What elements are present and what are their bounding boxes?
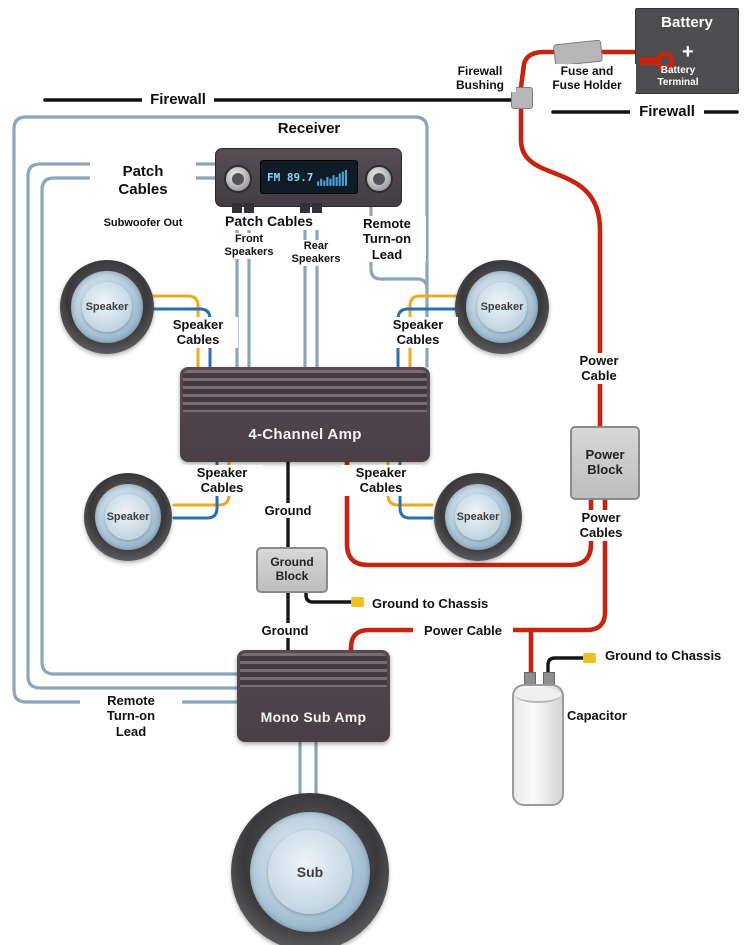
capacitor-label: Capacitor — [566, 708, 652, 724]
fuse-label: Fuse and Fuse Holder — [538, 64, 636, 93]
speaker-cables-label-ml: Speaker Cables — [182, 465, 262, 496]
mono-sub-amp: Mono Sub Amp — [237, 650, 390, 742]
speaker-hub: Speaker — [104, 493, 152, 541]
speaker-wire-mr-blue — [398, 461, 434, 520]
ground-label-bottom: Ground — [252, 623, 318, 639]
receiver-title: Receiver — [266, 120, 352, 138]
speaker-wire-tl-yellow — [150, 294, 200, 368]
firewall-label-right: Firewall — [630, 103, 704, 121]
speaker-cone: Speaker — [444, 483, 512, 551]
power-cable-block-to-4ch-amp — [344, 458, 594, 568]
remote-turn-on-label-bottom: Remote Turn-on Lead — [80, 693, 182, 739]
speaker-hub: Sub — [267, 829, 353, 915]
ground-wire-to-chassis — [304, 584, 353, 604]
speaker-label: Speaker — [456, 511, 500, 523]
volume-knob-icon — [224, 165, 252, 193]
chassis-terminal-icon — [583, 653, 596, 663]
speaker-cone: Speaker — [71, 271, 143, 343]
speaker-cables-label-tr: Speaker Cables — [378, 317, 458, 348]
four-channel-amp-label: 4-Channel Amp — [248, 426, 362, 443]
heatsink-fins-icon — [240, 653, 387, 687]
rear-speakers-label: Rear Speakers — [284, 240, 348, 266]
chassis-terminal-icon — [351, 597, 364, 607]
signal-bars-icon — [317, 169, 348, 186]
power-cable-fuse-to-bushing — [518, 49, 561, 90]
ground-to-chassis-label-amp: Ground to Chassis — [371, 596, 523, 612]
patch-plug-icon — [312, 203, 322, 215]
power-cable-bushing-to-block — [518, 103, 603, 430]
power-block: Power Block — [570, 426, 640, 500]
patch-cables-subwoofer-label: Patch Cables — [118, 162, 168, 198]
battery-label: Battery — [661, 14, 713, 31]
four-channel-amp: 4-Channel Amp — [180, 367, 430, 462]
subwoofer-out-label-group: Patch Cables Subwoofer Out — [90, 144, 196, 249]
speaker-cone: Speaker — [94, 483, 162, 551]
ground-wire-capacitor — [546, 656, 585, 682]
firewall-bushing — [511, 87, 533, 109]
tuning-knob-icon — [365, 165, 393, 193]
subwoofer-patch-cable-1 — [26, 162, 239, 690]
speaker-front-left: Speaker — [60, 260, 154, 354]
ground-to-chassis-label-cap: Ground to Chassis — [604, 648, 746, 664]
speaker-cone: Speaker — [466, 271, 538, 343]
speaker-rear-left: Speaker — [84, 473, 172, 561]
speaker-wire-ml-blue — [172, 461, 219, 520]
speaker-wire-tr-yellow — [408, 294, 459, 368]
patch-plug-icon — [232, 203, 242, 215]
speaker-label: Speaker — [480, 301, 524, 313]
subwoofer-label: Sub — [296, 863, 324, 880]
receiver-display: FM 89.7 — [260, 160, 358, 194]
speaker-hub: Speaker — [82, 282, 132, 332]
remote-turn-on-label-top: Remote Turn-on Lead — [348, 216, 426, 262]
patch-plug-icon — [300, 203, 310, 215]
subwoofer-patch-cable-2 — [40, 176, 239, 676]
remote-lead-to-mono-amp — [12, 115, 429, 704]
subwoofer: Sub — [231, 793, 389, 945]
battery: Battery + Battery Terminal — [635, 8, 739, 94]
receiver: FM 89.7 — [215, 148, 402, 207]
battery-plus-sign: + — [682, 41, 694, 63]
firewall-bushing-label: Firewall Bushing — [444, 64, 516, 93]
speaker-rear-right: Speaker — [434, 473, 522, 561]
subwoofer-out-label: Subwoofer Out — [103, 217, 183, 230]
fm-frequency: FM 89.7 — [267, 170, 314, 184]
speaker-cables-label-mr: Speaker Cables — [341, 465, 421, 496]
speaker-label: Speaker — [85, 301, 129, 313]
battery-terminal-label: Battery Terminal — [657, 65, 699, 88]
ground-block: Ground Block — [256, 547, 328, 593]
heatsink-fins-icon — [183, 370, 427, 412]
speaker-cables-label-tl: Speaker Cables — [158, 317, 238, 348]
mono-sub-amp-label: Mono Sub Amp — [260, 709, 367, 725]
speaker-hub: Speaker — [454, 493, 502, 541]
patch-plug-icon — [244, 203, 254, 215]
firewall-label-left: Firewall — [142, 91, 214, 109]
power-cable-label-right: Power Cable — [564, 353, 634, 384]
speaker-cone: Sub — [249, 811, 371, 933]
power-cables-label: Power Cables — [564, 510, 638, 541]
speaker-label: Speaker — [106, 511, 150, 523]
ground-label-top: Ground — [255, 503, 321, 519]
capacitor — [512, 684, 564, 806]
patch-cables-label: Patch Cables — [212, 213, 326, 230]
ring-terminal-icon — [640, 51, 675, 71]
speaker-front-right: Speaker — [455, 260, 549, 354]
speaker-hub: Speaker — [477, 282, 527, 332]
power-cable-label-mid: Power Cable — [413, 623, 513, 639]
front-speakers-label: Front Speakers — [217, 233, 281, 259]
